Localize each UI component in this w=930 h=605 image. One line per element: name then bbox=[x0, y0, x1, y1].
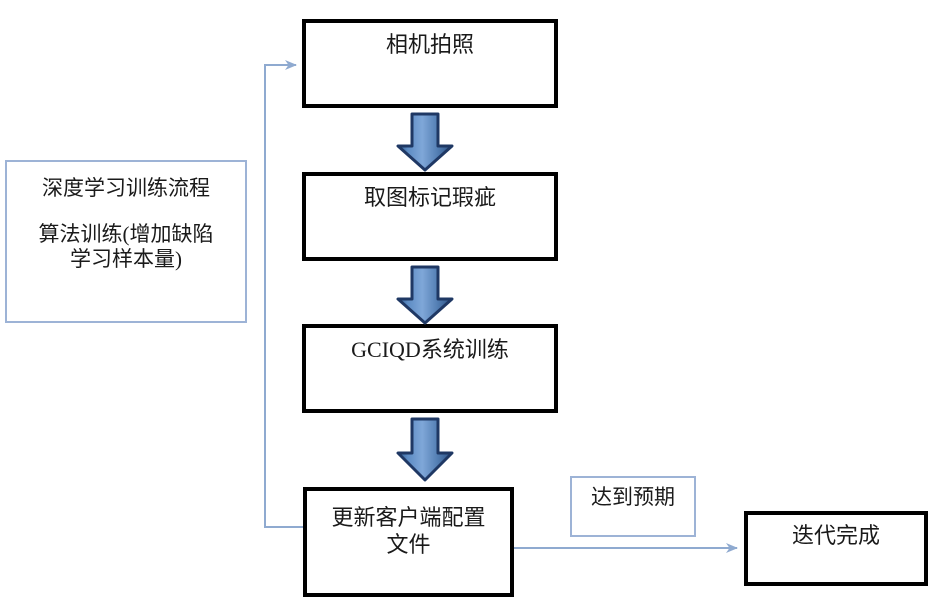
note-line-1: 深度学习训练流程 bbox=[42, 176, 210, 200]
process-node-update-client-config-label: 更新客户端配置 文件 bbox=[331, 505, 486, 557]
process-node-iteration-complete-label: 迭代完成 bbox=[791, 523, 880, 548]
edge-update-to-camera bbox=[264, 60, 303, 528]
process-node-update-client-config[interactable]: 更新客户端配置 文件 bbox=[303, 487, 514, 597]
block-arrow-down-icon bbox=[396, 417, 454, 482]
process-node-gciqd-training[interactable]: GCIQD系统训练 bbox=[302, 324, 558, 413]
process-node-iteration-complete[interactable]: 迭代完成 bbox=[744, 511, 928, 586]
block-arrow-down-icon bbox=[396, 112, 454, 172]
process-node-mark-defects-label: 取图标记瑕疵 bbox=[363, 185, 496, 210]
process-node-mark-defects[interactable]: 取图标记瑕疵 bbox=[302, 172, 558, 261]
edge-label-box-meets-expectation-label: 达到预期 bbox=[591, 485, 675, 509]
edge-label-box-meets-expectation: 达到预期 bbox=[570, 476, 696, 537]
process-node-camera-capture-label: 相机拍照 bbox=[385, 32, 474, 57]
note-line-2: 算法训练(增加缺陷 bbox=[38, 221, 214, 246]
process-node-camera-capture[interactable]: 相机拍照 bbox=[302, 19, 558, 108]
block-arrow-down-icon bbox=[396, 265, 454, 325]
note-line-gap bbox=[39, 202, 214, 222]
note-line-3: 学习样本量) bbox=[70, 247, 182, 272]
note-box-text: 深度学习训练流程算法训练(增加缺陷学习样本量) bbox=[39, 162, 214, 273]
process-node-gciqd-training-label: GCIQD系统训练 bbox=[351, 337, 509, 362]
note-box-training-process: 深度学习训练流程算法训练(增加缺陷学习样本量) bbox=[5, 160, 247, 323]
